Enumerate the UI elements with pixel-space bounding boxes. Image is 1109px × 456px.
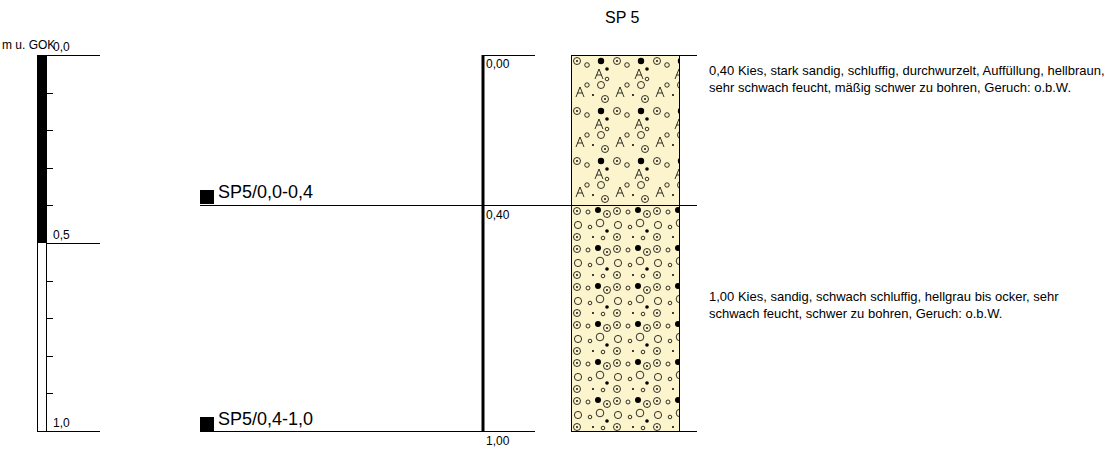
depth-value: 0,00 — [486, 57, 509, 71]
sample-markers — [200, 190, 482, 432]
scale-value: 1,0 — [53, 416, 70, 430]
depth-value: 1,00 — [486, 434, 509, 448]
scale-value: 0,0 — [53, 40, 70, 54]
depth-axis — [483, 55, 571, 432]
soil-column — [572, 56, 698, 432]
depth-scale — [37, 55, 100, 432]
depth-value: 0,40 — [486, 208, 509, 222]
layer-description: 0,40 Kies, stark sandig, schluffig, durc… — [709, 62, 1105, 96]
layer-description: 1,00 Kies, sandig, schwach schluffig, he… — [709, 288, 1105, 322]
sample-label: SP5/0,4-1,0 — [218, 409, 313, 431]
depth-unit: m u. GOK — [2, 38, 55, 52]
sample-label: SP5/0,0-0,4 — [218, 182, 313, 204]
scale-value: 0,5 — [53, 228, 70, 242]
column-title: SP 5 — [605, 8, 639, 27]
